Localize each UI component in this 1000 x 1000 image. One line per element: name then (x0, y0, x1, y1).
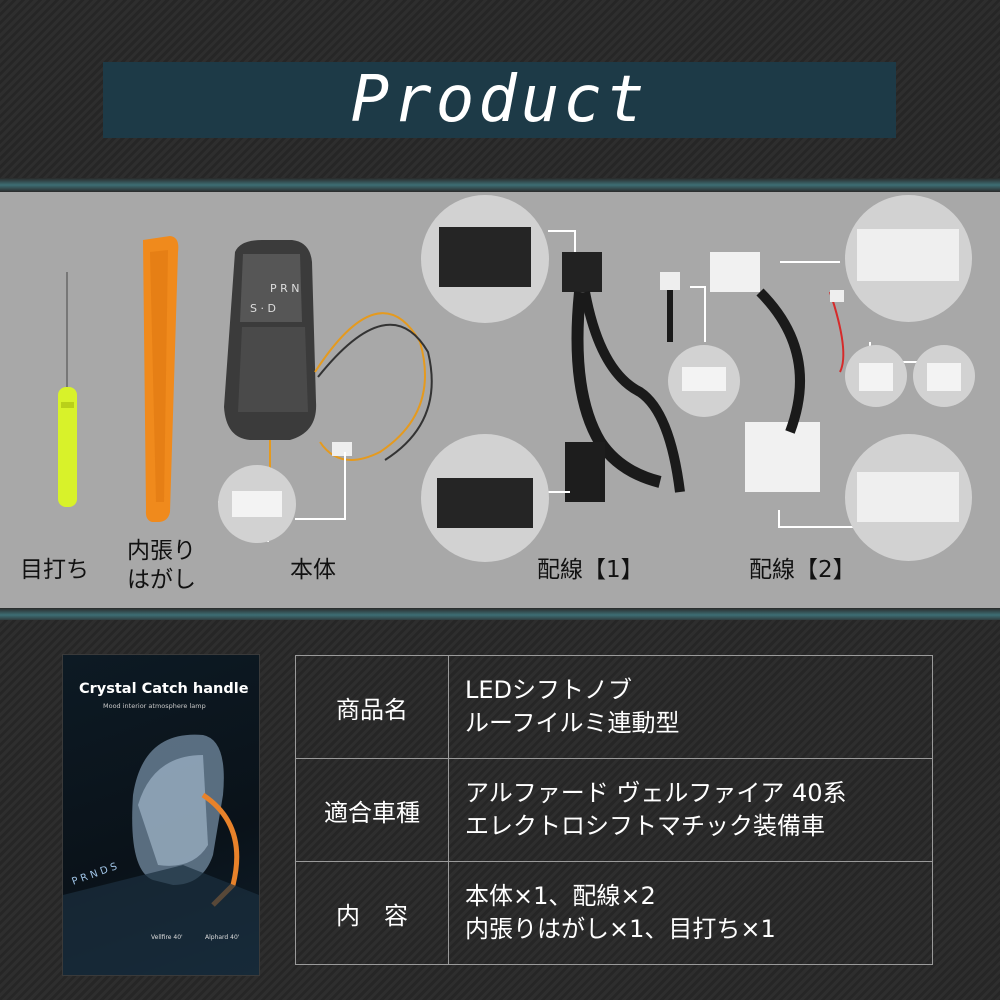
awl-image (58, 272, 77, 507)
svg-text:S · D: S · D (250, 302, 276, 315)
spec-table: 商品名 LEDシフトノブ ルーフイルミ連動型 適合車種 アルファード ヴェルファ… (295, 655, 933, 965)
row-value-line2: ルーフイルミ連動型 (465, 709, 680, 737)
label-trim-tool: 内張り はがし (127, 537, 196, 595)
row-label: 適合車種 (295, 758, 449, 862)
svg-text:P R N: P R N (270, 282, 300, 295)
row-value: LEDシフトノブ ルーフイルミ連動型 (448, 655, 933, 759)
connector-circle-3 (668, 345, 740, 417)
product-box-image: Crystal Catch handle Mood interior atmos… (63, 655, 259, 975)
connector-circle-4 (218, 465, 296, 543)
row-value-line2: 内張りはがし×1、目打ち×1 (465, 915, 776, 943)
box-subtitle: Mood interior atmosphere lamp (103, 702, 206, 710)
row-value-line1: 本体×1、配線×2 (465, 882, 656, 910)
product-illustration: P R N S · D (58, 230, 931, 542)
connector-circle-6 (845, 345, 907, 407)
box-model-1: Vellfire 40' (151, 934, 183, 941)
connector-circle-8 (845, 434, 972, 561)
row-value: 本体×1、配線×2 内張りはがし×1、目打ち×1 (448, 861, 933, 965)
row-value-line1: アルファード ヴェルファイア 40系 (465, 779, 847, 807)
label-awl: 目打ち (20, 557, 89, 583)
label-trim-tool-line2: はがし (127, 567, 196, 593)
connector-circle-7 (913, 345, 975, 407)
row-label: 商品名 (295, 655, 449, 759)
divider-top (0, 178, 1000, 192)
label-harness-2: 配線【2】 (749, 557, 856, 583)
harness-1-image (562, 252, 685, 502)
row-label: 内 容 (295, 861, 449, 965)
box-title: Crystal Catch handle (79, 681, 249, 697)
box-model-2: Alphard 40' (205, 934, 240, 941)
row-value-line2: エレクトロシフトマチック装備車 (465, 812, 825, 840)
label-harness-1: 配線【1】 (537, 557, 644, 583)
title-banner: Product (103, 62, 896, 138)
connector-circle-5 (845, 195, 972, 322)
divider-bottom (0, 608, 1000, 622)
table-row: 商品名 LEDシフトノブ ルーフイルミ連動型 (295, 655, 933, 759)
connector-circle-1 (421, 195, 549, 323)
label-body: 本体 (290, 557, 336, 583)
table-row: 内 容 本体×1、配線×2 内張りはがし×1、目打ち×1 (295, 861, 933, 965)
trim-tool-image (143, 236, 179, 522)
harness-2-image (710, 252, 845, 492)
table-row: 適合車種 アルファード ヴェルファイア 40系 エレクトロシフトマチック装備車 (295, 758, 933, 862)
shift-knob-image: P R N S · D (224, 240, 433, 492)
connector-circle-2 (421, 434, 549, 562)
box-knob-art (63, 734, 259, 975)
row-value: アルファード ヴェルファイア 40系 エレクトロシフトマチック装備車 (448, 758, 933, 862)
label-trim-tool-line1: 内張り (127, 538, 196, 564)
row-value-line1: LEDシフトノブ (465, 676, 633, 704)
page-title: Product (350, 63, 649, 137)
